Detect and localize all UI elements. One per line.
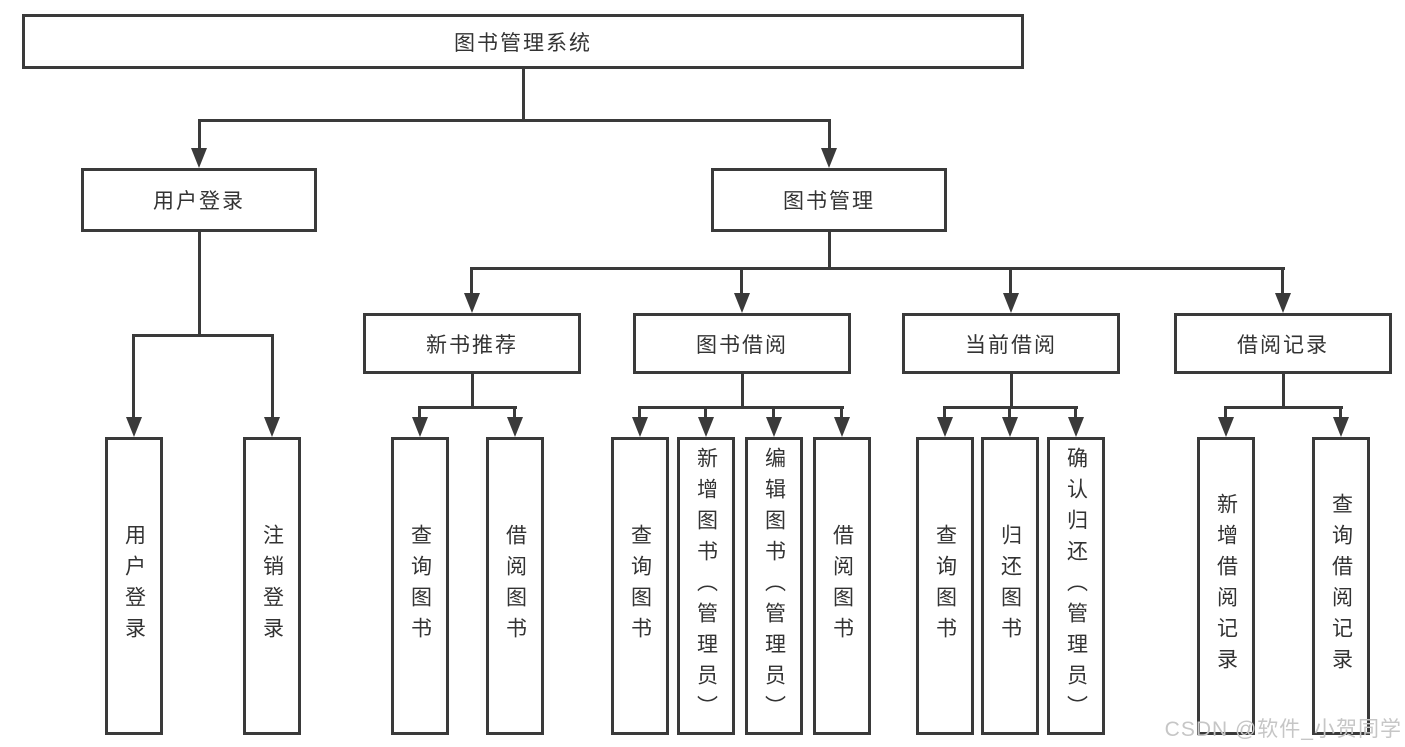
leaf-borrow-books-recommend: 借阅图书 <box>486 437 544 735</box>
arrowhead-down-icon <box>698 417 714 437</box>
leaf-query-borrow-record: 查询借阅记录 <box>1312 437 1370 735</box>
connector-current-borrow-branch <box>944 406 1078 409</box>
arrow-shaft <box>772 406 775 419</box>
connector-book-management-stub <box>828 231 831 269</box>
arrow-shaft <box>513 406 516 419</box>
leaf-borrow-books: 借阅图书 <box>813 437 871 735</box>
connector-user-login-stub <box>198 231 201 336</box>
leaf-query-books-borrow: 查询图书 <box>611 437 669 735</box>
node-label: 当前借阅 <box>965 333 1057 357</box>
arrow-shaft <box>638 406 641 419</box>
arrow-shaft-borrow-records <box>1281 267 1284 295</box>
node-label: 查询图书 <box>933 524 957 648</box>
node-label: 借阅图书 <box>503 524 527 648</box>
node-label: 用户登录 <box>122 524 146 648</box>
node-label: 新增借阅记录 <box>1214 493 1238 679</box>
leaf-query-books-current: 查询图书 <box>916 437 974 735</box>
arrow-shaft-leaf-logout <box>271 334 274 419</box>
leaf-edit-books-admin: 编辑图书（管理员） <box>745 437 803 735</box>
node-label: 查询图书 <box>408 524 432 648</box>
arrow-shaft-current-borrow <box>1009 267 1012 295</box>
leaf-user-login: 用户登录 <box>105 437 163 735</box>
node-label: 查询图书 <box>628 524 652 648</box>
connector-book-management-branch <box>471 267 1285 270</box>
arrowhead-down-icon <box>464 293 480 313</box>
arrowhead-down-icon <box>734 293 750 313</box>
leaf-logout-login: 注销登录 <box>243 437 301 735</box>
node-book-management: 图书管理 <box>711 168 947 232</box>
leaf-confirm-return-admin: 确认归还（管理员） <box>1047 437 1105 735</box>
connector-borrow-records-branch <box>1225 406 1343 409</box>
arrow-shaft-user-login <box>198 119 201 150</box>
node-label: 新书推荐 <box>426 333 518 357</box>
connector-user-login-branch <box>132 334 274 337</box>
arrowhead-down-icon <box>1333 417 1349 437</box>
node-library-management-system: 图书管理系统 <box>22 14 1024 69</box>
arrowhead-down-icon <box>191 148 207 168</box>
arrow-shaft-new-book <box>470 267 473 295</box>
connector-current-borrow-stub <box>1010 373 1013 408</box>
node-label: 新增图书（管理员） <box>694 446 718 726</box>
node-label: 用户登录 <box>153 190 245 213</box>
node-label: 借阅记录 <box>1237 333 1329 357</box>
arrowhead-down-icon <box>264 417 280 437</box>
arrowhead-down-icon <box>507 417 523 437</box>
arrow-shaft <box>1339 406 1342 419</box>
leaf-add-books-admin: 新增图书（管理员） <box>677 437 735 735</box>
arrowhead-down-icon <box>1003 293 1019 313</box>
arrowhead-down-icon <box>412 417 428 437</box>
arrow-shaft-book-borrow <box>740 267 743 295</box>
node-label: 借阅图书 <box>830 524 854 648</box>
node-new-book-recommend: 新书推荐 <box>363 313 581 374</box>
node-user-login: 用户登录 <box>81 168 317 232</box>
arrowhead-down-icon <box>1068 417 1084 437</box>
arrowhead-down-icon <box>126 417 142 437</box>
arrow-shaft <box>418 406 421 419</box>
node-book-borrow: 图书借阅 <box>633 313 851 374</box>
node-label: 图书管理 <box>783 190 875 213</box>
arrowhead-down-icon <box>821 148 837 168</box>
connector-book-borrow-branch <box>639 406 844 409</box>
arrowhead-down-icon <box>632 417 648 437</box>
arrowhead-down-icon <box>1275 293 1291 313</box>
arrowhead-down-icon <box>834 417 850 437</box>
arrow-shaft-book-management <box>828 119 831 150</box>
connector-root-branch <box>198 119 831 122</box>
connector-root-stub <box>522 68 525 121</box>
arrowhead-down-icon <box>1218 417 1234 437</box>
node-label: 注销登录 <box>260 524 284 648</box>
connector-borrow-records-stub <box>1282 373 1285 408</box>
watermark: CSDN @软件_小贺同学 <box>1164 718 1402 741</box>
arrow-shaft <box>840 406 843 419</box>
leaf-query-books-recommend: 查询图书 <box>391 437 449 735</box>
node-label: 编辑图书（管理员） <box>762 446 786 726</box>
node-borrow-records: 借阅记录 <box>1174 313 1392 374</box>
node-current-borrow: 当前借阅 <box>902 313 1120 374</box>
connector-new-book-branch <box>419 406 517 409</box>
connector-new-book-stub <box>471 373 474 408</box>
node-label: 确认归还（管理员） <box>1064 446 1088 726</box>
connector-book-borrow-stub <box>741 373 744 408</box>
arrow-shaft <box>1008 406 1011 419</box>
node-label: 图书借阅 <box>696 333 788 357</box>
arrow-shaft <box>943 406 946 419</box>
arrow-shaft <box>704 406 707 419</box>
arrow-shaft <box>1224 406 1227 419</box>
leaf-return-books: 归还图书 <box>981 437 1039 735</box>
arrow-shaft-leaf-user-login <box>132 334 135 419</box>
arrowhead-down-icon <box>766 417 782 437</box>
node-label: 图书管理系统 <box>454 31 592 55</box>
arrow-shaft <box>1074 406 1077 419</box>
arrowhead-down-icon <box>1002 417 1018 437</box>
node-label: 查询借阅记录 <box>1329 493 1353 679</box>
node-label: 归还图书 <box>998 524 1022 648</box>
leaf-add-borrow-record: 新增借阅记录 <box>1197 437 1255 735</box>
arrowhead-down-icon <box>937 417 953 437</box>
